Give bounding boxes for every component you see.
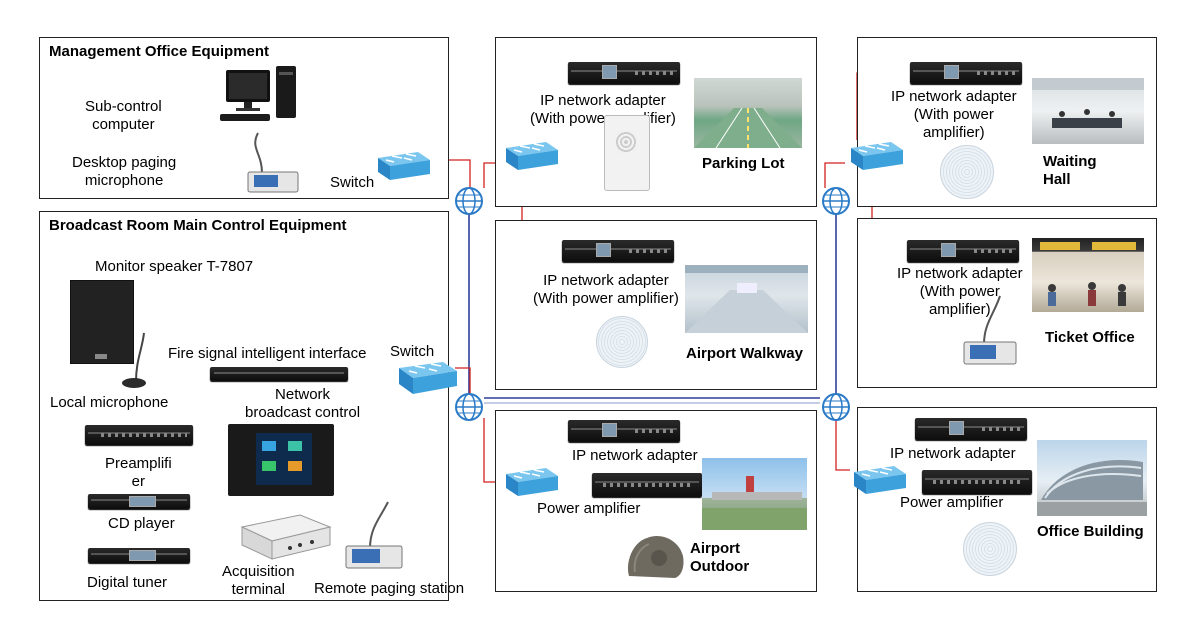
outdoor-adapter-icon (568, 420, 680, 442)
walkway-ceiling-speaker-icon (596, 316, 648, 368)
airport-walkway-name: Airport Walkway (686, 345, 803, 362)
right-bottom-globe-icon (821, 392, 851, 422)
fire-signal-label: Fire signal intelligent interface (168, 345, 367, 362)
management-title: Management Office Equipment (49, 43, 270, 60)
waiting-hall-photo (1032, 78, 1144, 144)
wire-globe-parking (483, 162, 500, 188)
desktop-paging-mic-icon (240, 128, 300, 198)
broadcast-title: Broadcast Room Main Control Equipment (49, 217, 347, 234)
preamplifier-icon (85, 425, 193, 445)
fire-signal-interface-icon (210, 367, 348, 381)
acquisition-terminal-label: Acquisition terminal (222, 563, 295, 598)
broadcast-switch-icon (393, 360, 457, 396)
wire-rglobe-waiting (824, 162, 845, 188)
office-power-amplifier-icon (922, 470, 1032, 494)
outdoor-amp-label: Power amplifier (537, 500, 641, 517)
network-broadcast-control-label: Network broadcast control (245, 386, 361, 421)
local-mic-label: Local microphone (50, 394, 169, 411)
outdoor-switch-icon (500, 466, 558, 496)
office-building-name: Office Building (1037, 523, 1144, 540)
acquisition-terminal-icon (240, 513, 332, 561)
monitor-speaker-label: Monitor speaker T-7807 (95, 258, 254, 275)
airport-outdoor-photo (702, 458, 807, 530)
wire-globe-outdoor (483, 418, 500, 483)
ticket-paging-mic-icon (960, 292, 1020, 370)
parking-adapter-icon (568, 62, 680, 84)
left-bottom-globe-icon (454, 392, 484, 422)
left-top-globe-icon (454, 186, 484, 216)
management-switch-label: Switch (330, 174, 375, 191)
waiting-ceiling-speaker-icon (940, 145, 994, 199)
network-broadcast-control-icon (228, 424, 334, 496)
office-adapter-icon (915, 418, 1027, 440)
digital-tuner-icon (88, 548, 190, 563)
ticket-adapter-label: IP network adapter (With power amplifier… (897, 265, 1023, 318)
wire-rglobe-office (835, 420, 850, 471)
preamplifier-label: Preamplifi er (105, 455, 172, 490)
walkway-adapter-label: IP network adapter (With power amplifier… (533, 272, 679, 307)
airport-walkway-photo (685, 265, 808, 333)
parking-switch-icon (500, 140, 558, 170)
ticket-office-name: Ticket Office (1045, 329, 1135, 346)
parking-lot-photo (694, 78, 802, 148)
parking-adapter-label: IP network adapter (With power amplifier… (530, 92, 676, 127)
outdoor-adapter-label: IP network adapter (572, 447, 698, 464)
office-building-photo (1037, 440, 1147, 516)
outdoor-rock-speaker-icon (625, 532, 685, 580)
management-switch-icon (372, 150, 430, 180)
right-top-globe-icon (821, 186, 851, 216)
cd-player-icon (88, 494, 190, 509)
office-adapter-label: IP network adapter (890, 445, 1016, 462)
remote-paging-station-icon (340, 498, 410, 574)
waiting-adapter-label: IP network adapter (With power amplifier… (891, 88, 1017, 141)
parking-lot-name: Parking Lot (702, 155, 785, 172)
airport-outdoor-name: Airport Outdoor (690, 540, 750, 575)
computer-icon (218, 64, 300, 124)
parking-wall-speaker-icon (604, 115, 650, 191)
waiting-adapter-icon (910, 62, 1022, 84)
monitor-speaker-icon (70, 280, 134, 364)
office-switch-icon (848, 464, 906, 494)
broadcast-switch-label: Switch (390, 343, 435, 360)
waiting-switch-icon (845, 140, 903, 170)
waiting-hall-name: Waiting Hall (1043, 153, 1097, 188)
cd-player-label: CD player (108, 515, 175, 532)
local-mic-icon (112, 330, 152, 390)
desktop-mic-label: Desktop paging microphone (72, 154, 177, 189)
outdoor-power-amplifier-icon (592, 473, 702, 497)
ticket-office-photo (1032, 238, 1144, 312)
office-ceiling-speaker-icon (963, 522, 1017, 576)
remote-paging-label: Remote paging station (314, 580, 465, 597)
wire-bswitch-globe (455, 367, 471, 395)
sub-control-label: Sub-control computer (85, 98, 162, 133)
walkway-adapter-icon (562, 240, 674, 262)
office-amp-label: Power amplifier (900, 494, 1004, 511)
digital-tuner-label: Digital tuner (87, 574, 168, 591)
ticket-adapter-icon (907, 240, 1019, 262)
